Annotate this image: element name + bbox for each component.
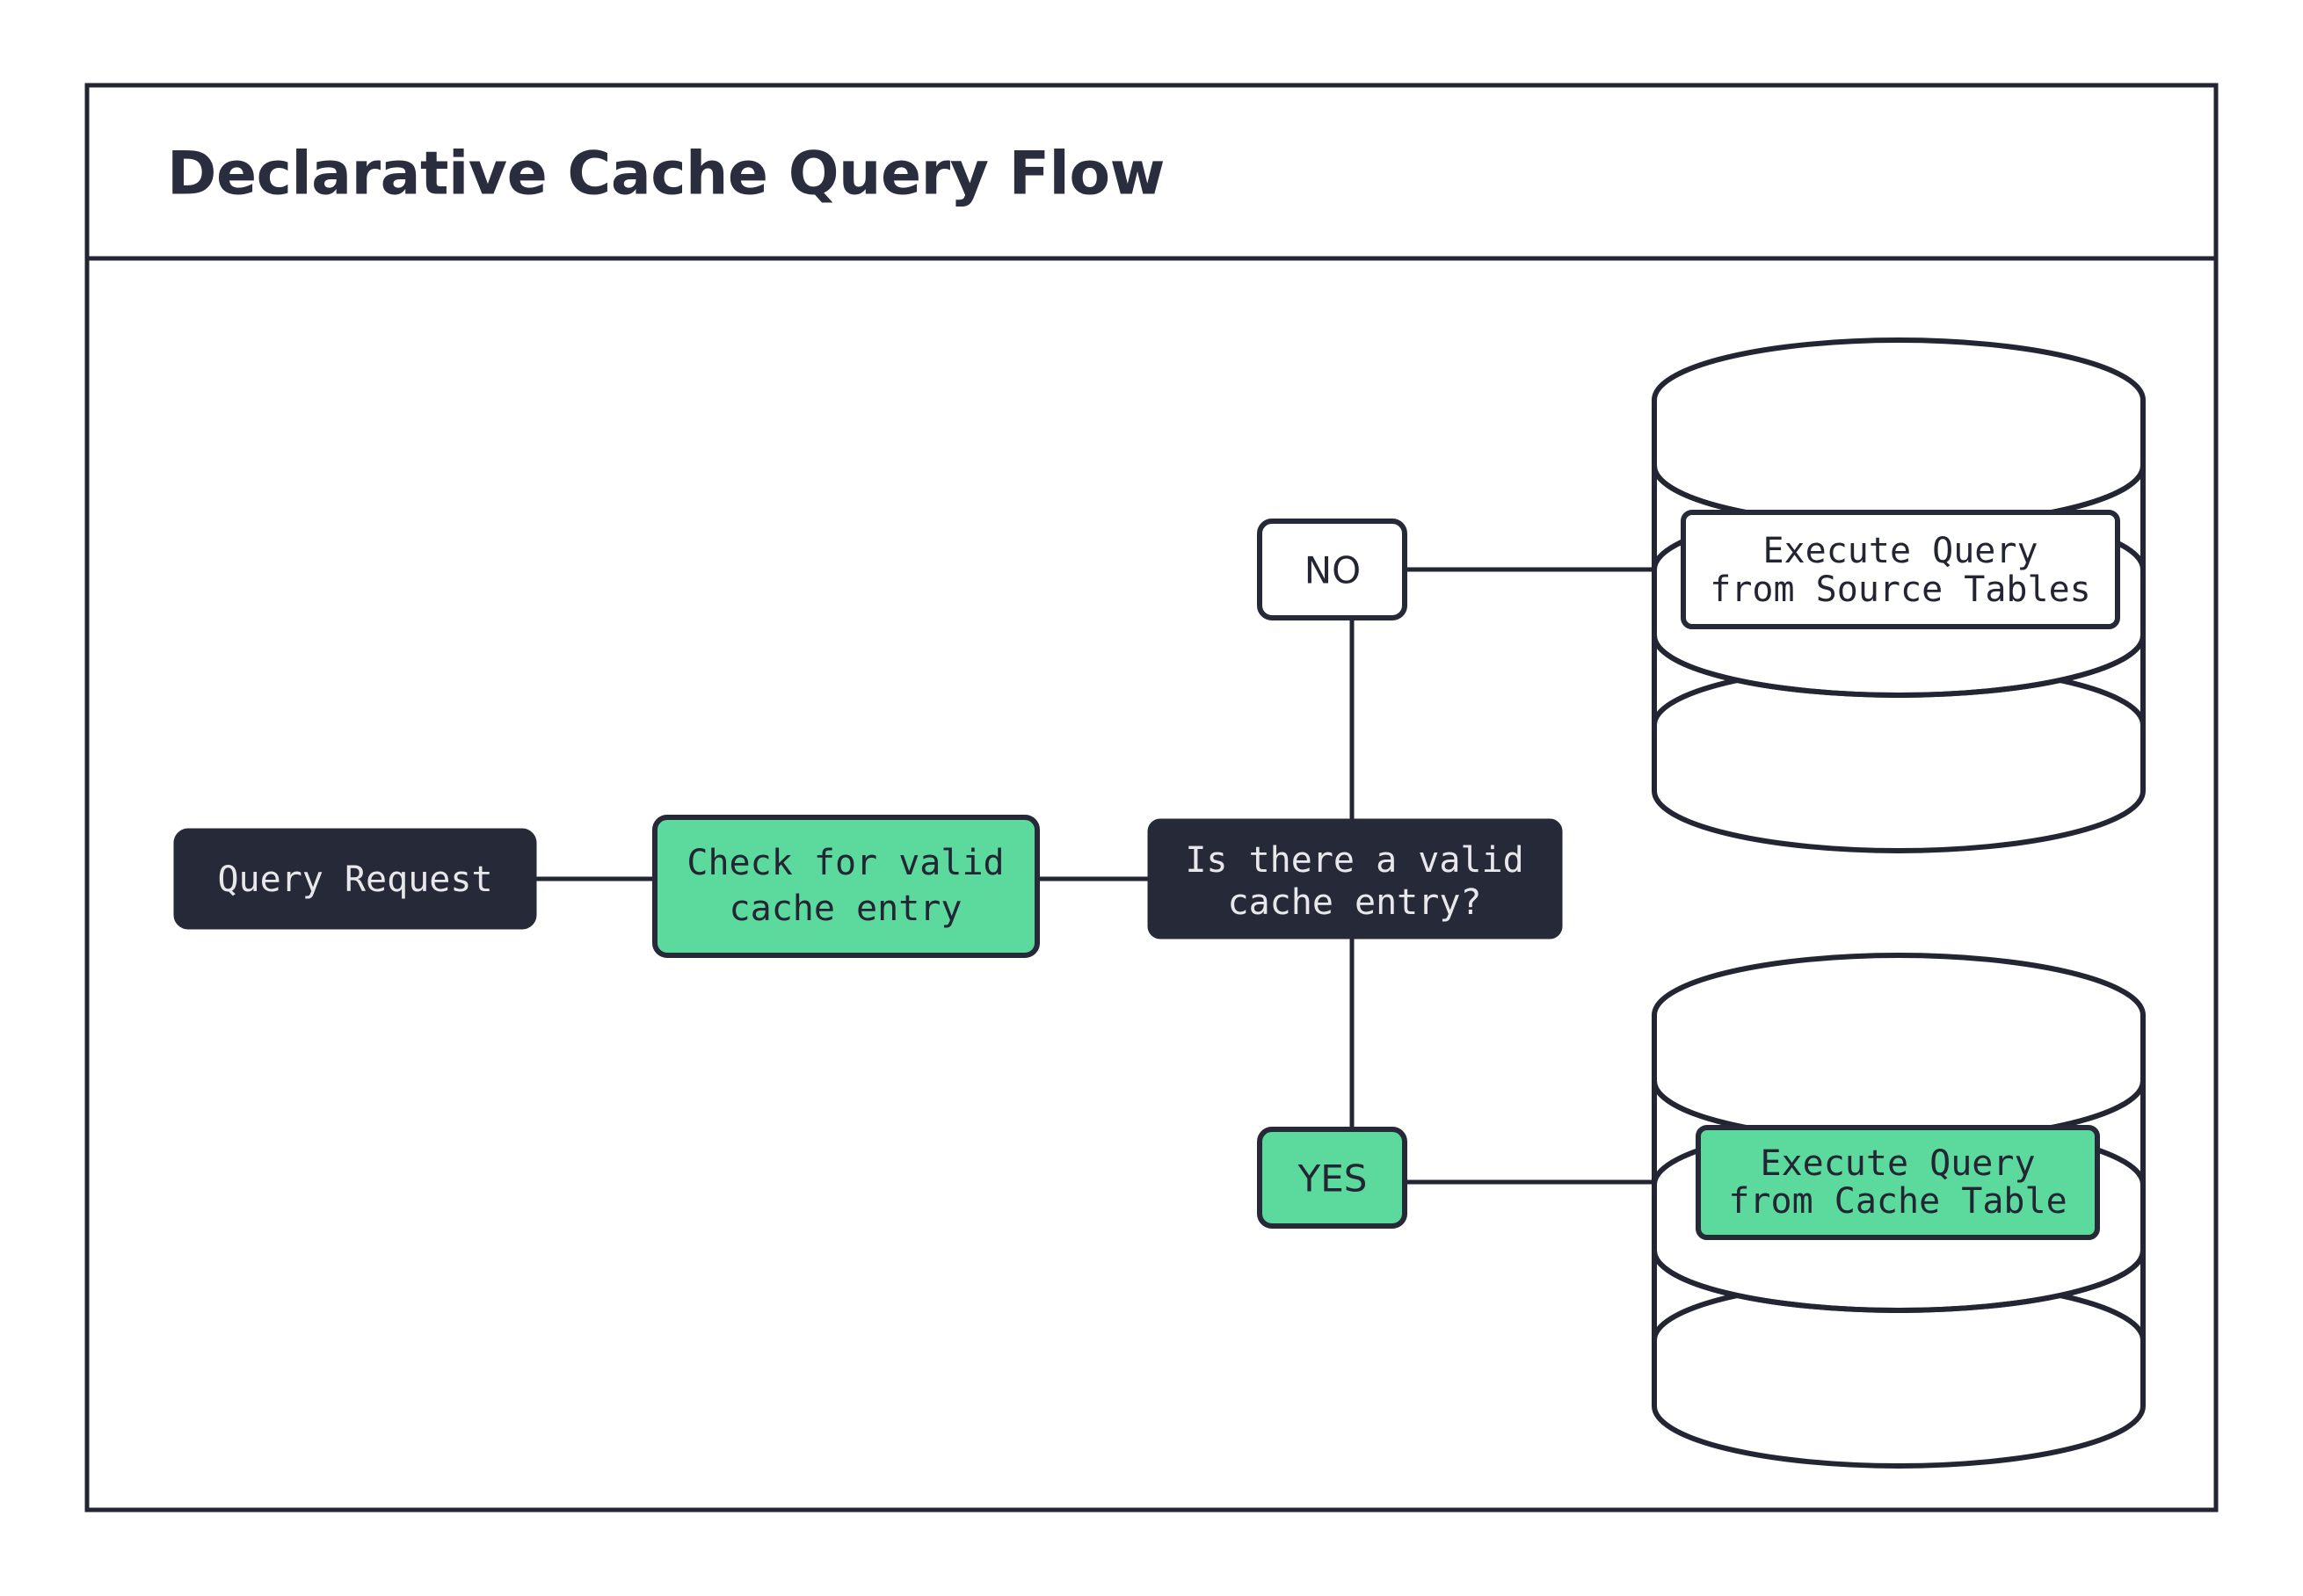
decision-label-line1: Is there a valid — [1185, 840, 1523, 881]
source-tables-label-line1: Execute Query — [1762, 531, 2038, 571]
cache-table-node[interactable] — [1696, 1125, 2100, 1240]
cache-table-label-line1: Execute Query — [1760, 1143, 2035, 1184]
diagram-frame — [84, 83, 2219, 1513]
check-cache-node[interactable] — [652, 815, 1040, 958]
branch-no-label: NO — [1304, 549, 1361, 592]
query-request-label: Query Request — [217, 860, 492, 900]
cache-table-label-line2: from Cache Table — [1728, 1181, 2067, 1222]
decision-label-line2: cache entry? — [1228, 882, 1482, 923]
decision-node[interactable] — [1147, 818, 1563, 939]
source-tables-node[interactable] — [1681, 510, 2120, 629]
query-request-node[interactable] — [173, 828, 537, 930]
branch-no-node[interactable] — [1257, 519, 1407, 620]
check-cache-label-line2: cache entry — [730, 889, 963, 929]
check-cache-label-line1: Check for valid — [687, 843, 1004, 883]
page-title: Declarative Cache Query Flow — [167, 140, 1165, 209]
branch-yes-label: YES — [1297, 1157, 1368, 1201]
branch-yes-node[interactable] — [1257, 1127, 1407, 1229]
source-tables-label-line2: from Source Tables — [1710, 569, 2090, 610]
